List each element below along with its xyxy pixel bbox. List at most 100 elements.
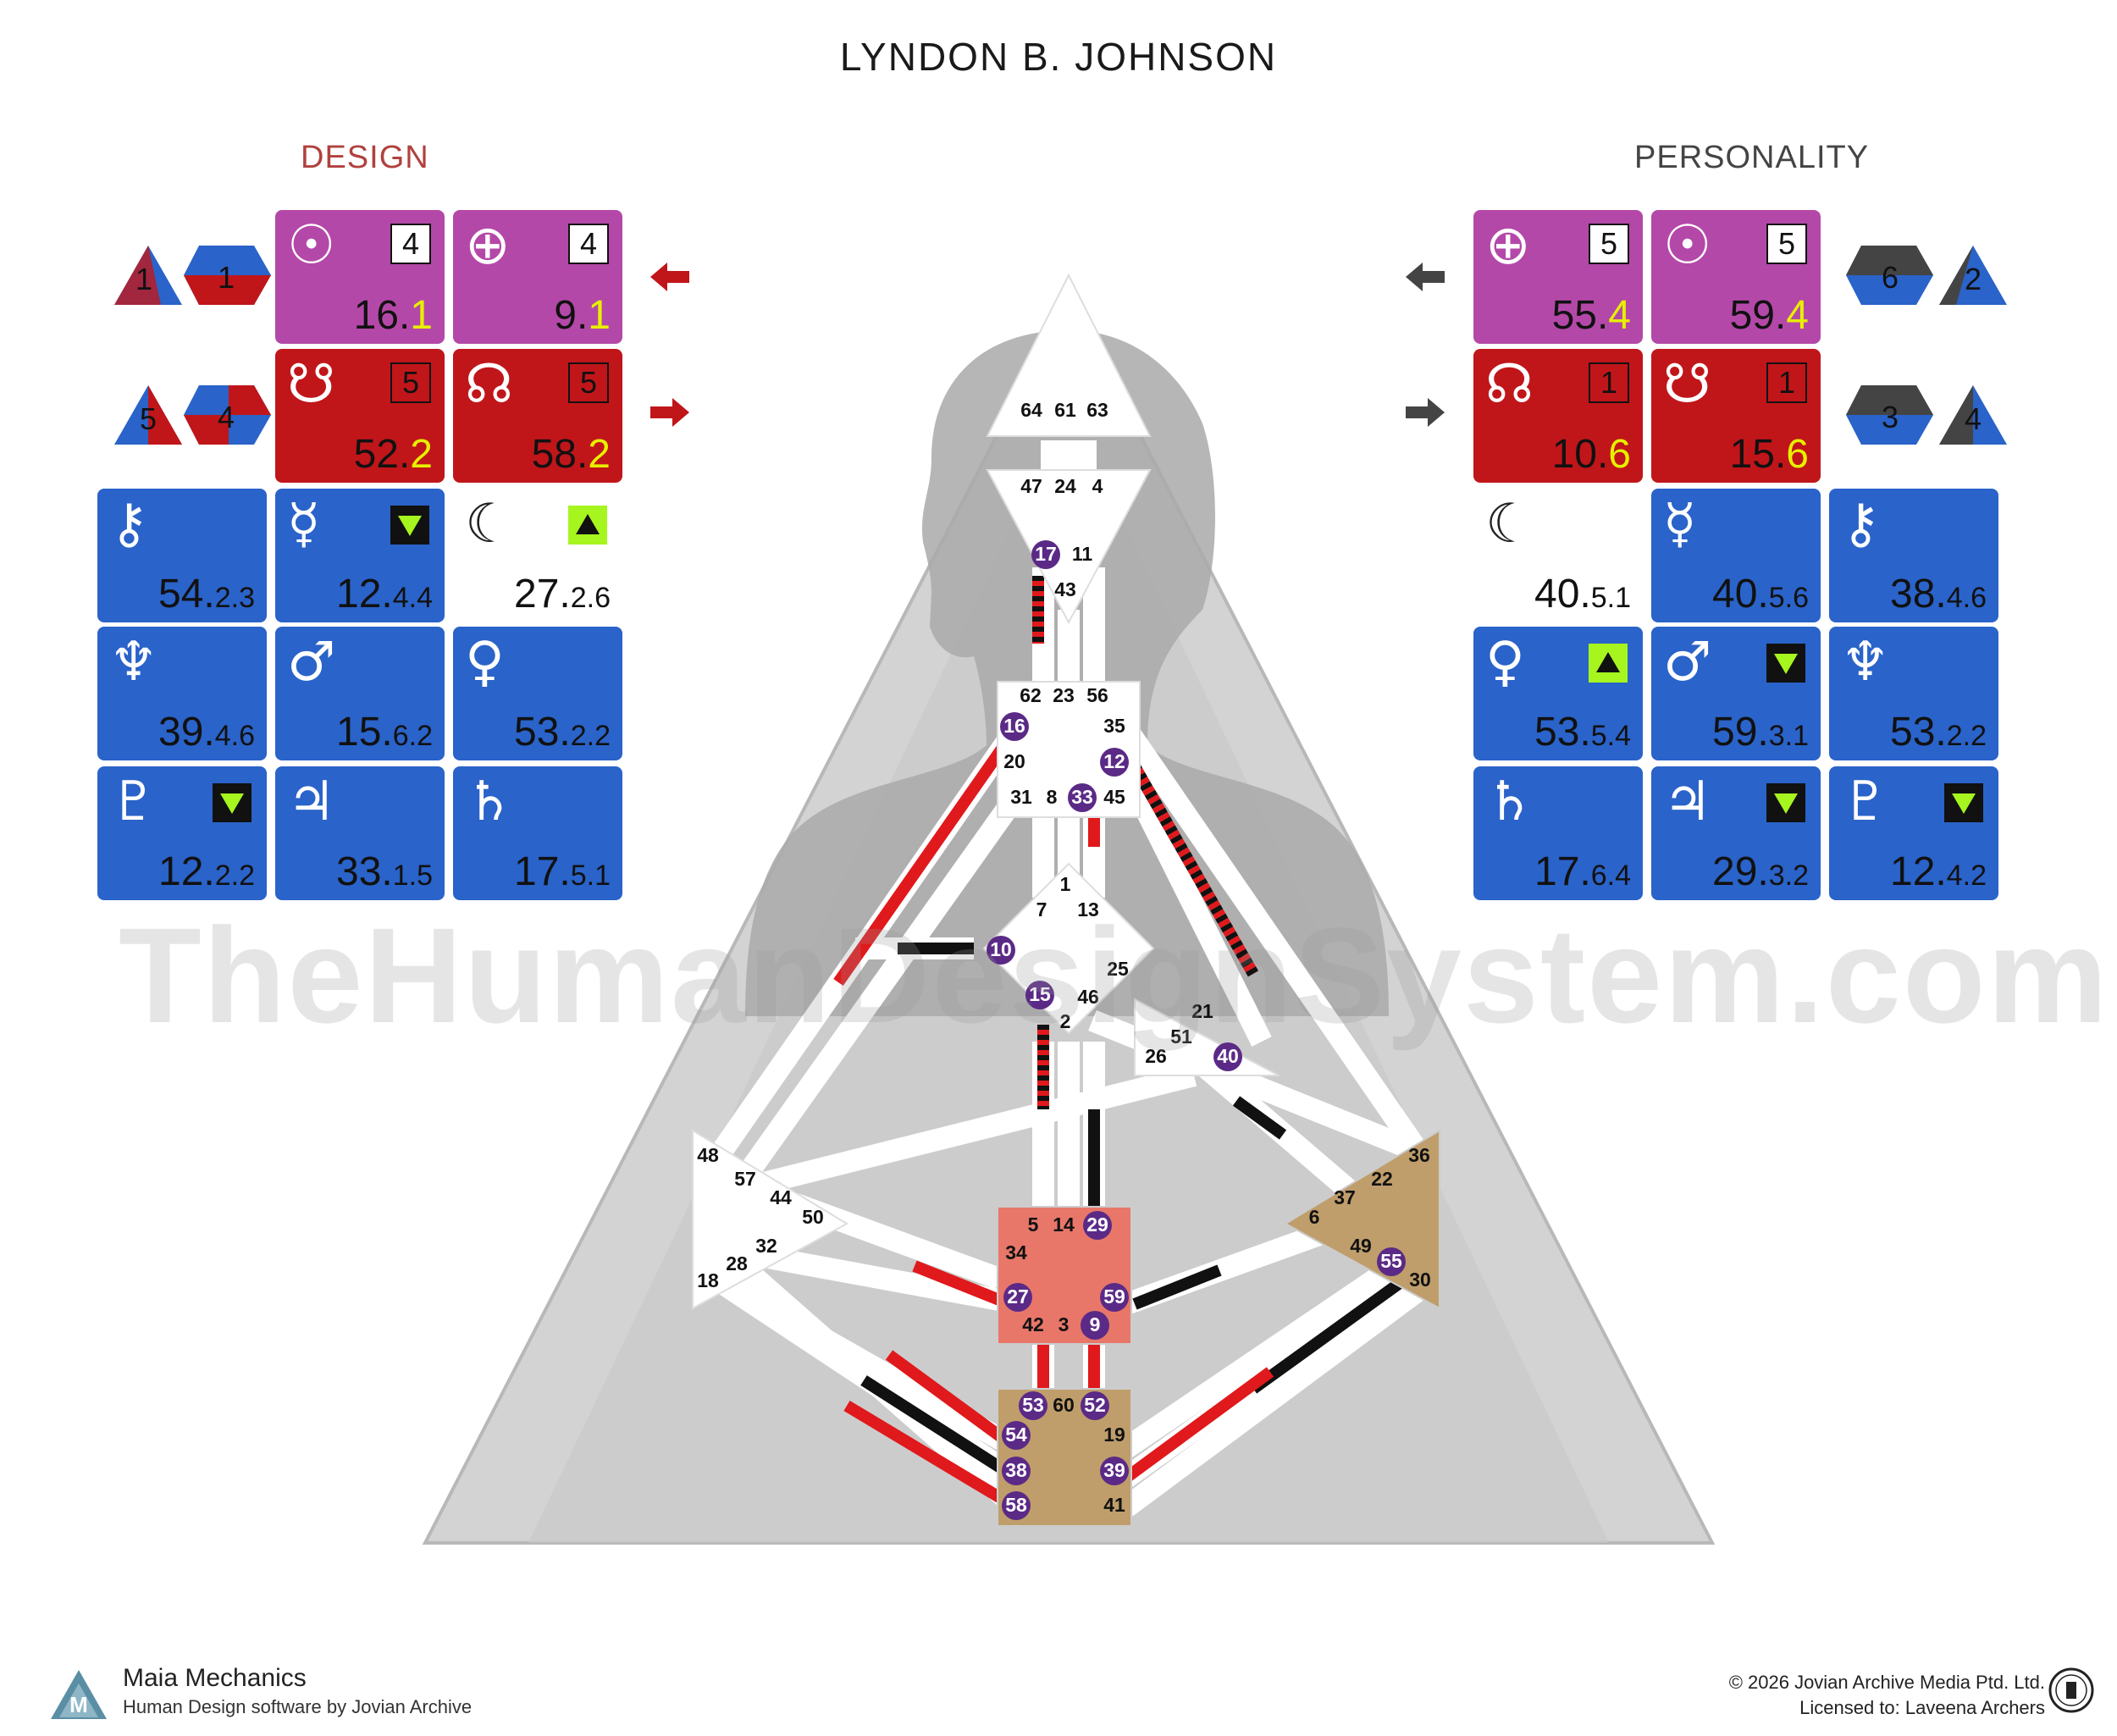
gate-line-value: 10.6 bbox=[1551, 432, 1631, 477]
detriment-arrow-down-icon bbox=[1766, 783, 1805, 822]
jovian-seal-icon bbox=[2048, 1667, 2094, 1713]
personality-card-venus: ♀53.5.4 bbox=[1473, 627, 1643, 760]
personality-card-neptune: ♆53.2.2 bbox=[1829, 627, 1998, 760]
svg-text:7: 7 bbox=[1036, 898, 1047, 921]
gate-31: 31 bbox=[1010, 786, 1032, 808]
earth-icon: ⊕ bbox=[1485, 214, 1531, 277]
gate-23: 23 bbox=[1053, 684, 1075, 706]
neptune-icon: ♆ bbox=[109, 631, 158, 694]
design-variable-3: 5 bbox=[114, 385, 182, 445]
gate-59: 59 bbox=[1100, 1283, 1129, 1312]
personality-variable-4: 4 bbox=[1939, 385, 2007, 445]
svg-text:16: 16 bbox=[1003, 715, 1025, 737]
svg-text:34: 34 bbox=[1005, 1241, 1027, 1263]
svg-text:21: 21 bbox=[1191, 1000, 1213, 1022]
svg-text:44: 44 bbox=[770, 1186, 792, 1208]
svg-text:3: 3 bbox=[1058, 1313, 1070, 1335]
ajna-center bbox=[986, 469, 1152, 625]
svg-text:57: 57 bbox=[734, 1168, 756, 1190]
gate-26: 26 bbox=[1145, 1045, 1167, 1067]
gate-line-value: 12.4.2 bbox=[1890, 849, 1987, 894]
mars-icon: ♂ bbox=[287, 631, 336, 694]
design-variable-3-number: 5 bbox=[140, 401, 157, 436]
svg-text:4: 4 bbox=[1092, 475, 1103, 497]
mercury-icon: ☿ bbox=[1663, 493, 1697, 556]
gate-49: 49 bbox=[1350, 1235, 1372, 1257]
gate-40: 40 bbox=[1213, 1042, 1242, 1071]
svg-text:6: 6 bbox=[1309, 1206, 1320, 1228]
venus-icon: ♀ bbox=[465, 631, 505, 694]
gate-52: 52 bbox=[1081, 1391, 1109, 1420]
gate-line-value: 59.4 bbox=[1729, 293, 1809, 338]
gate-21: 21 bbox=[1191, 1000, 1213, 1022]
design-variable-1-number: 1 bbox=[135, 262, 152, 296]
gate-53: 53 bbox=[1019, 1391, 1047, 1420]
footer-brand: Maia Mechanics Human Design software by … bbox=[123, 1664, 472, 1718]
svg-text:42: 42 bbox=[1022, 1313, 1044, 1335]
svg-text:22: 22 bbox=[1371, 1168, 1393, 1190]
personality-arrow-left-icon bbox=[1406, 263, 1445, 291]
gate-line-value: 16.1 bbox=[353, 293, 433, 338]
north-node-icon: ☊ bbox=[465, 353, 513, 416]
gate-line-value: 53.5.4 bbox=[1534, 710, 1631, 755]
gate-45: 45 bbox=[1103, 786, 1125, 808]
chart-title: LYNDON B. JOHNSON bbox=[839, 35, 1278, 79]
gate-line-value: 53.2.2 bbox=[1890, 710, 1987, 755]
svg-text:38: 38 bbox=[1005, 1459, 1027, 1481]
svg-text:35: 35 bbox=[1103, 715, 1125, 737]
venus-icon: ♀ bbox=[1485, 631, 1525, 694]
personality-variable-3: 3 bbox=[1846, 385, 1933, 445]
gate-line-value: 53.2.2 bbox=[514, 710, 611, 755]
gate-line-value: 15.6.2 bbox=[336, 710, 433, 755]
gate-12: 12 bbox=[1100, 748, 1129, 777]
heart-center bbox=[1134, 998, 1280, 1076]
gate-line-value: 54.2.3 bbox=[158, 572, 255, 616]
svg-text:30: 30 bbox=[1409, 1269, 1431, 1291]
svg-text:40: 40 bbox=[1217, 1045, 1239, 1067]
svg-text:46: 46 bbox=[1077, 986, 1099, 1008]
gate-15: 15 bbox=[1025, 981, 1054, 1009]
watermark: TheHumanDesignSystem.com bbox=[119, 899, 2109, 1051]
gate-41: 41 bbox=[1103, 1494, 1125, 1516]
svg-text:32: 32 bbox=[755, 1235, 777, 1257]
gate-48: 48 bbox=[697, 1144, 719, 1166]
personality-card-moon: ☾40.5.1 bbox=[1473, 489, 1643, 622]
svg-text:41: 41 bbox=[1103, 1494, 1125, 1516]
gate-line-value: 55.4 bbox=[1551, 293, 1631, 338]
head-center bbox=[986, 273, 1152, 437]
svg-text:5: 5 bbox=[1028, 1214, 1039, 1236]
gate-line-value: 33.1.5 bbox=[336, 849, 433, 894]
gate-line-value: 15.6 bbox=[1729, 432, 1809, 477]
svg-text:58: 58 bbox=[1005, 1494, 1027, 1516]
gate-22: 22 bbox=[1371, 1168, 1393, 1190]
gate-36: 36 bbox=[1408, 1144, 1430, 1166]
exalted-arrow-up-icon bbox=[1589, 644, 1628, 683]
svg-text:8: 8 bbox=[1047, 786, 1058, 808]
svg-text:13: 13 bbox=[1077, 898, 1099, 921]
moon-icon: ☾ bbox=[465, 493, 514, 556]
svg-text:52: 52 bbox=[1084, 1394, 1106, 1416]
svg-text:31: 31 bbox=[1010, 786, 1032, 808]
svg-text:10: 10 bbox=[990, 938, 1012, 960]
design-card-mercury: ☿12.4.4 bbox=[275, 489, 445, 622]
gate-38: 38 bbox=[1002, 1457, 1031, 1485]
svg-text:1: 1 bbox=[1060, 873, 1071, 895]
moon-icon: ☾ bbox=[1485, 493, 1534, 556]
gate-11: 11 bbox=[1072, 543, 1093, 565]
copyright-text: © 2026 Jovian Archive Media Ptd. Ltd. bbox=[1728, 1672, 2045, 1693]
gate-2: 2 bbox=[1060, 1010, 1071, 1032]
gate-28: 28 bbox=[726, 1252, 748, 1274]
svg-text:54: 54 bbox=[1005, 1424, 1027, 1446]
color-badge: 4 bbox=[390, 224, 431, 264]
svg-text:59: 59 bbox=[1103, 1285, 1125, 1308]
gate-33: 33 bbox=[1068, 783, 1097, 812]
gate-10: 10 bbox=[987, 936, 1015, 965]
design-card-chiron: ⚷54.2.3 bbox=[97, 489, 267, 622]
spleen-center bbox=[692, 1129, 849, 1310]
gate-4: 4 bbox=[1092, 475, 1103, 497]
gate-56: 56 bbox=[1086, 684, 1108, 706]
south-node-icon: ☋ bbox=[1663, 353, 1711, 416]
svg-text:2: 2 bbox=[1060, 1010, 1071, 1032]
